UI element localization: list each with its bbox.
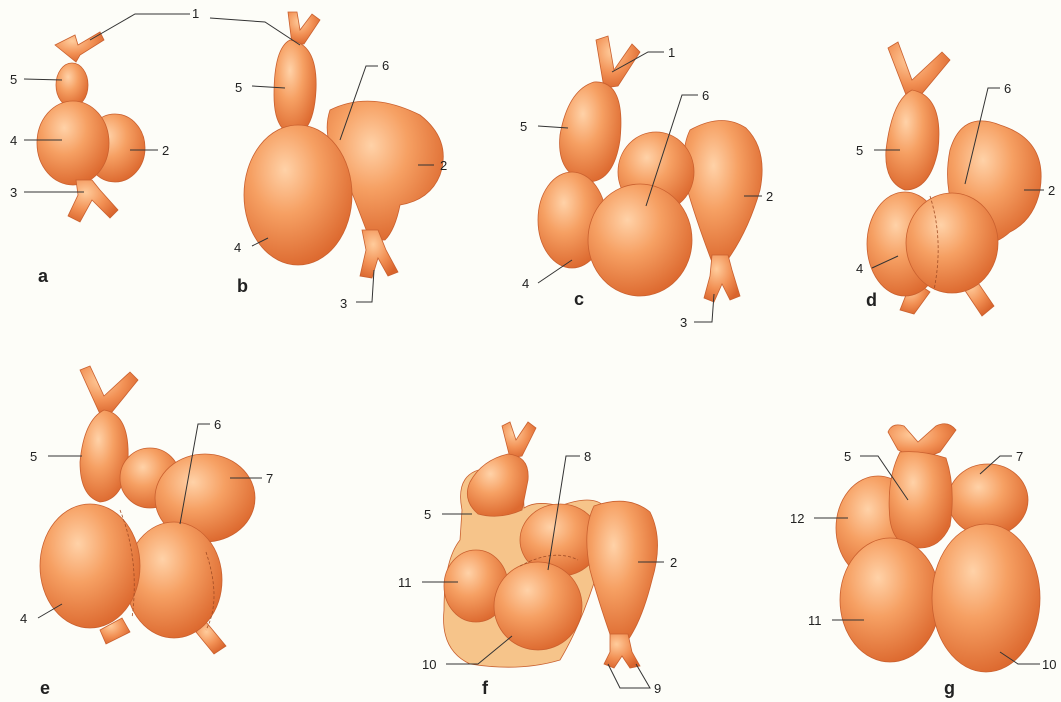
callout-d-6: 6 [1004,81,1011,96]
callout-c-2: 2 [766,189,773,204]
callout-b-3: 3 [340,296,347,311]
callout-g-11: 11 [808,613,822,628]
callout-a-2: 2 [162,143,169,158]
panel-g: 5 7 12 11 10 g [790,424,1056,698]
callout-f-10: 10 [422,657,436,672]
panel-b-heart-tube [244,12,443,278]
callout-d-2: 2 [1048,183,1055,198]
callout-f-9: 9 [654,681,661,696]
callout-d-4: 4 [856,261,863,276]
callout-e-4: 4 [20,611,27,626]
callout-c-5: 5 [520,119,527,134]
panel-b: 5 6 2 4 3 b [210,12,447,311]
callout-f-11: 11 [398,575,412,590]
panel-e: 5 6 7 4 e [20,366,273,698]
panel-d: 5 6 2 4 d [856,42,1055,316]
callout-f-2: 2 [670,555,677,570]
callout-a-3: 3 [10,185,17,200]
callout-e-5: 5 [30,449,37,464]
panel-g-heart-tube [836,424,1040,672]
callout-b-4: 4 [234,240,241,255]
callout-e-6: 6 [214,417,221,432]
panel-a-heart-tube [37,32,145,222]
callout-a-1: 1 [192,6,199,21]
callout-d-5: 5 [856,143,863,158]
callout-a-5: 5 [10,72,17,87]
panel-label-c: c [574,289,584,309]
callout-f-8: 8 [584,449,591,464]
panel-e-heart-tube [40,366,255,654]
callout-b-2: 2 [440,158,447,173]
callout-g-5: 5 [844,449,851,464]
panel-d-heart-tube [867,42,1041,316]
panel-label-f: f [482,678,489,698]
callout-f-5: 5 [424,507,431,522]
callout-a-4: 4 [10,133,17,148]
panel-c: 1 5 6 2 4 3 c [520,36,773,330]
callout-c-3: 3 [680,315,687,330]
panel-f: 8 5 2 11 10 9 f [398,422,677,698]
callout-b-6: 6 [382,58,389,73]
callout-g-7: 7 [1016,449,1023,464]
callout-g-10: 10 [1042,657,1056,672]
panel-label-d: d [866,290,877,310]
callout-e-7: 7 [266,471,273,486]
panel-label-e: e [40,678,50,698]
callout-c-4: 4 [522,276,529,291]
panel-label-b: b [237,276,248,296]
panel-label-a: a [38,266,49,286]
callout-c-6: 6 [702,88,709,103]
callout-b-5: 5 [235,80,242,95]
panel-c-heart-tube [538,36,762,302]
callout-c-1: 1 [668,45,675,60]
panel-a: 1 5 4 2 3 a [10,6,199,286]
panel-f-heart-tube [444,422,658,668]
panel-label-g: g [944,678,955,698]
callout-g-12: 12 [790,511,804,526]
